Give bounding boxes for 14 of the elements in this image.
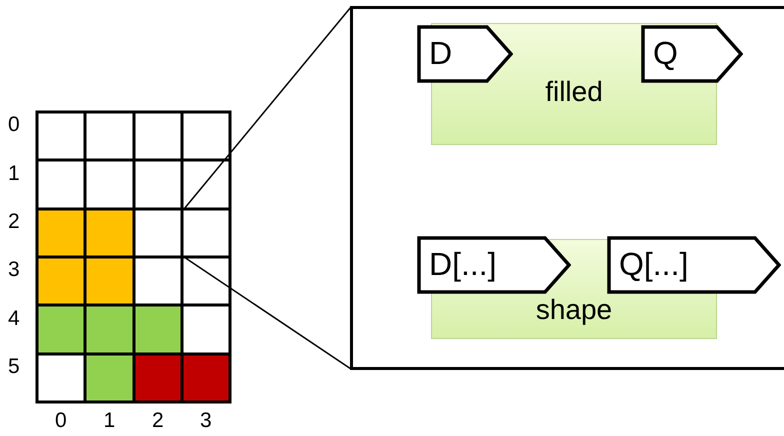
column-number: 3 [200, 410, 212, 431]
column-number: 0 [55, 410, 67, 431]
zoom-panel [350, 6, 784, 370]
row-number: 3 [8, 259, 20, 280]
port-tag: D[...] [417, 236, 571, 294]
column-number: 1 [104, 410, 116, 431]
column-number: 2 [152, 410, 164, 431]
row-number: 2 [8, 211, 20, 232]
row-number: 5 [8, 356, 20, 377]
row-number: 0 [8, 114, 20, 135]
port-tag: Q [641, 25, 743, 83]
row-number: 1 [8, 162, 20, 184]
port-tag: Q[...] [607, 236, 781, 294]
row-number: 4 [8, 308, 20, 328]
